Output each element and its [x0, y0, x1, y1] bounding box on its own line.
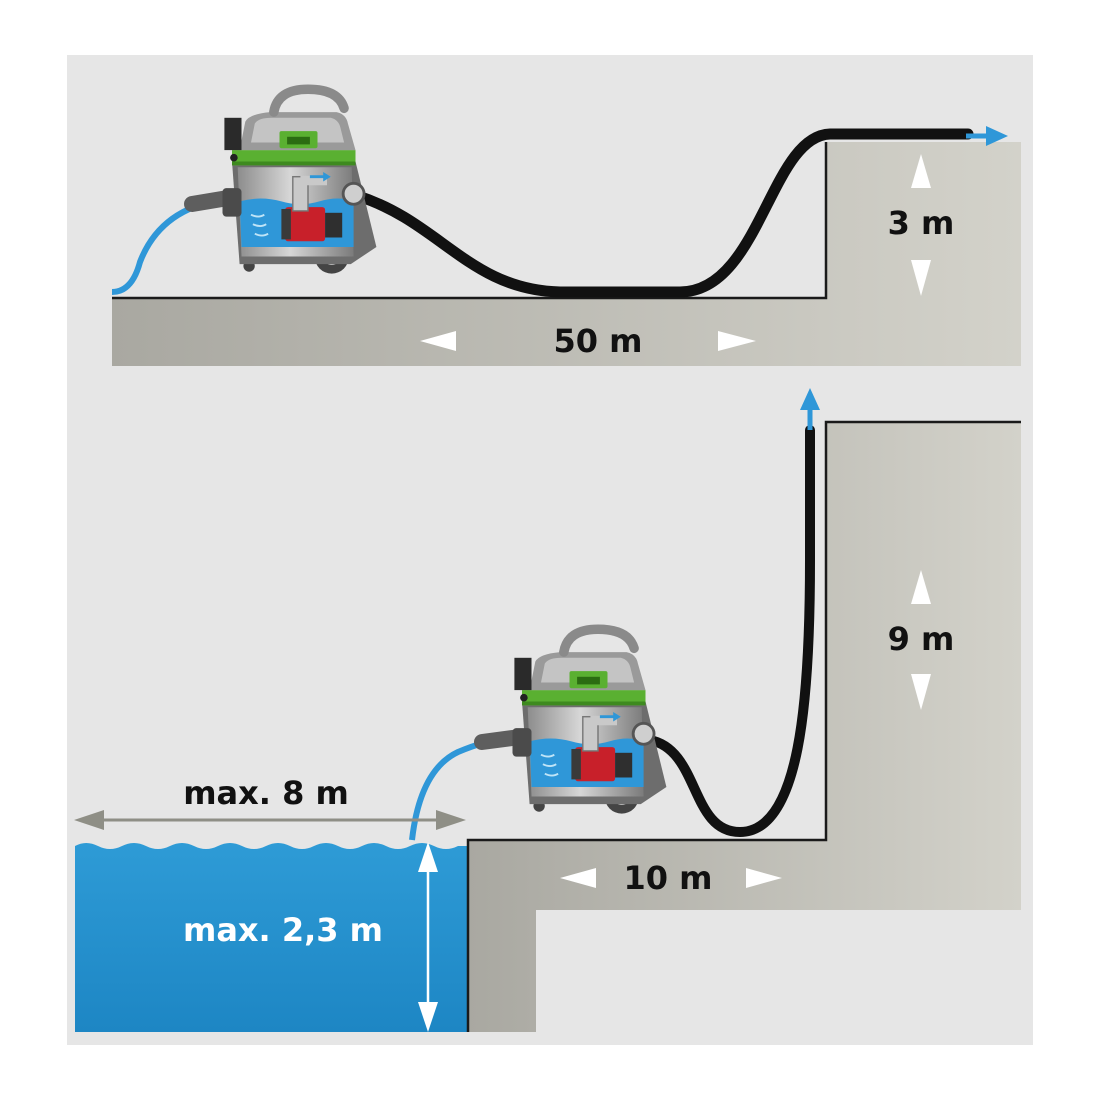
dimension-arrow-up	[911, 154, 931, 188]
ground-bottom-edge	[466, 420, 1021, 1032]
length-label-top: 50 m	[553, 322, 642, 360]
height-label-top: 3 m	[888, 204, 955, 242]
dimension-arrow-up-9m	[911, 570, 931, 604]
dimension-arrow-down	[911, 260, 931, 296]
water-basin	[75, 843, 468, 1032]
scenario-horizontal: 50 m 3 m	[111, 89, 1021, 366]
length-label-bottom: 10 m	[623, 859, 712, 897]
ground-bottom	[468, 422, 1021, 1032]
ground-top	[112, 142, 1021, 366]
arrow-right-icon	[986, 126, 1008, 146]
suction-width-arrow-left	[74, 810, 104, 830]
suction-width-label: max. 8 m	[183, 774, 349, 812]
suction-depth-arrow-up	[418, 842, 438, 872]
discharge-hose-top	[352, 128, 974, 298]
scenario-suction: 9 m 10 m max. 8 m max. 2,3 m	[74, 388, 1021, 1032]
suction-depth-arrow-down	[418, 1002, 438, 1032]
ground-top-edge	[112, 142, 828, 300]
suction-depth-label: max. 2,3 m	[183, 911, 383, 949]
dimension-arrow-right-10m	[746, 868, 782, 888]
height-label-bottom: 9 m	[888, 620, 955, 658]
dimension-arrow-down-9m	[911, 674, 931, 710]
dimension-arrow-left-10m	[560, 868, 596, 888]
suction-width-arrow-right	[436, 810, 466, 830]
arrow-up-icon	[800, 388, 820, 410]
dimension-arrow-right	[718, 331, 756, 351]
discharge-hose-bottom	[645, 425, 815, 838]
dimension-arrow-left	[420, 331, 456, 351]
